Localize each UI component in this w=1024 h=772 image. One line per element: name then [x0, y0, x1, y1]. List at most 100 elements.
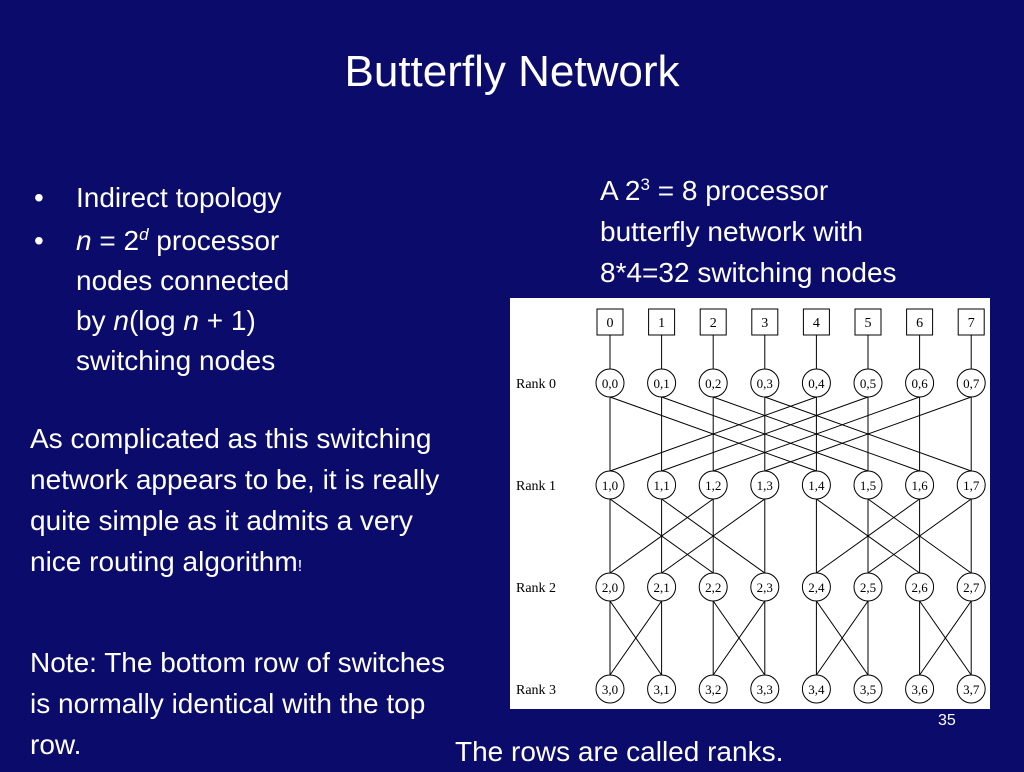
switch-node-label: 3,6	[911, 682, 928, 697]
bullet-text: + 1)	[198, 305, 256, 336]
bullet-text: Indirect topology	[76, 182, 282, 213]
caption-text: = 8 processor	[649, 175, 829, 206]
cross-edge	[661, 498, 766, 574]
cross-edge	[764, 396, 972, 472]
switch-node	[905, 674, 935, 704]
processor-label: 7	[968, 316, 975, 331]
switch-node	[698, 572, 728, 602]
switch-node-label: 0,2	[705, 376, 721, 391]
switch-node-label: 2,2	[705, 580, 721, 595]
processor-box	[854, 308, 882, 336]
switch-node	[853, 368, 883, 398]
switch-node-label: 1,1	[653, 478, 669, 493]
cross-edge	[815, 600, 869, 676]
explanation-paragraph: As complicated as this switching network…	[30, 418, 450, 587]
switch-node	[698, 470, 728, 500]
switch-node	[750, 470, 780, 500]
switch-node-label: 3,0	[602, 682, 618, 697]
switch-node-label: 3,5	[860, 682, 876, 697]
switch-node	[647, 368, 677, 398]
bullet-line: by n(log n + 1)	[76, 301, 360, 341]
switch-node-label: 1,0	[602, 478, 618, 493]
cross-edge	[712, 600, 766, 676]
switch-node	[698, 368, 728, 398]
switch-node-label: 3,4	[808, 682, 825, 697]
variable-n: n	[113, 305, 129, 336]
caption-line: 8*4=32 switching nodes	[600, 257, 897, 288]
cross-edge	[609, 600, 663, 676]
cross-edge	[816, 498, 920, 574]
switch-node	[595, 572, 625, 602]
slide-number: 35	[938, 712, 956, 729]
diagram-caption: A 23 = 8 processor butterfly network wit…	[600, 170, 1000, 293]
variable-n: n	[183, 305, 199, 336]
switch-node	[647, 470, 677, 500]
switch-node	[853, 572, 883, 602]
switch-node	[750, 368, 780, 398]
switch-node	[595, 368, 625, 398]
caption-text: A 2	[600, 175, 641, 206]
processor-label: 6	[916, 316, 923, 331]
switch-node-label: 1,4	[808, 478, 825, 493]
cross-edge	[713, 396, 920, 472]
switch-node	[801, 368, 831, 398]
switch-node	[750, 572, 780, 602]
switch-node-label: 1,5	[860, 478, 876, 493]
rank-label: Rank 3	[516, 683, 556, 698]
processor-box	[957, 308, 985, 336]
bullet-text: (log	[128, 305, 184, 336]
switch-node	[801, 470, 831, 500]
switch-node	[905, 368, 935, 398]
ranks-note: The rows are called ranks.	[455, 736, 784, 767]
bullet-item: • Indirect topology	[30, 178, 360, 218]
switch-node-label: 0,6	[911, 376, 928, 391]
rank-label: Rank 1	[516, 479, 556, 494]
switch-node-label: 2,6	[911, 580, 928, 595]
bullet-line: n = 2d processor	[76, 221, 360, 261]
switch-node-label: 2,5	[860, 580, 876, 595]
cross-edge	[609, 396, 817, 472]
switch-node	[956, 470, 986, 500]
rank-label: Rank 2	[516, 581, 556, 596]
switch-node	[956, 368, 986, 398]
processor-box	[751, 308, 779, 336]
exponent-d: d	[139, 225, 149, 244]
switch-node	[801, 572, 831, 602]
switch-node-label: 2,3	[757, 580, 773, 595]
slide-title: Butterfly Network	[344, 47, 680, 96]
switch-node-label: 1,2	[705, 478, 721, 493]
switch-node	[595, 674, 625, 704]
switch-node	[853, 470, 883, 500]
switch-node	[595, 470, 625, 500]
switch-node-label: 2,1	[653, 580, 669, 595]
caption-line: butterfly network with	[600, 216, 863, 247]
switch-node	[647, 572, 677, 602]
switch-node-label: 1,3	[757, 478, 773, 493]
switch-node-label: 1,7	[963, 478, 980, 493]
processor-label: 4	[813, 316, 820, 331]
bullet-item: • n = 2d processor nodes connected by n(…	[30, 221, 360, 381]
bullet-list: • Indirect topology • n = 2d processor n…	[30, 178, 360, 384]
switch-node-label: 0,4	[808, 376, 825, 391]
caption-exponent: 3	[640, 175, 650, 194]
exclamation-mark: !	[297, 558, 303, 575]
bullet-line: nodes connected	[76, 265, 290, 296]
note-paragraph: Note: The bottom row of switches is norm…	[30, 647, 445, 760]
switch-node	[956, 572, 986, 602]
cross-edge	[661, 396, 869, 472]
switch-node-label: 2,4	[808, 580, 825, 595]
switch-node-label: 0,0	[602, 376, 618, 391]
bullet-text: processor	[148, 225, 280, 256]
switch-node	[801, 674, 831, 704]
switch-node-label: 0,5	[860, 376, 876, 391]
bullet-text: = 2	[91, 225, 140, 256]
caption-line: A 23 = 8 processor	[600, 170, 1000, 211]
cross-edge	[919, 600, 972, 676]
bullet-dot: •	[34, 182, 44, 213]
processor-box	[648, 308, 676, 336]
switch-node-label: 0,7	[963, 376, 980, 391]
switch-node-label: 3,3	[757, 682, 773, 697]
cross-edge	[867, 498, 972, 574]
